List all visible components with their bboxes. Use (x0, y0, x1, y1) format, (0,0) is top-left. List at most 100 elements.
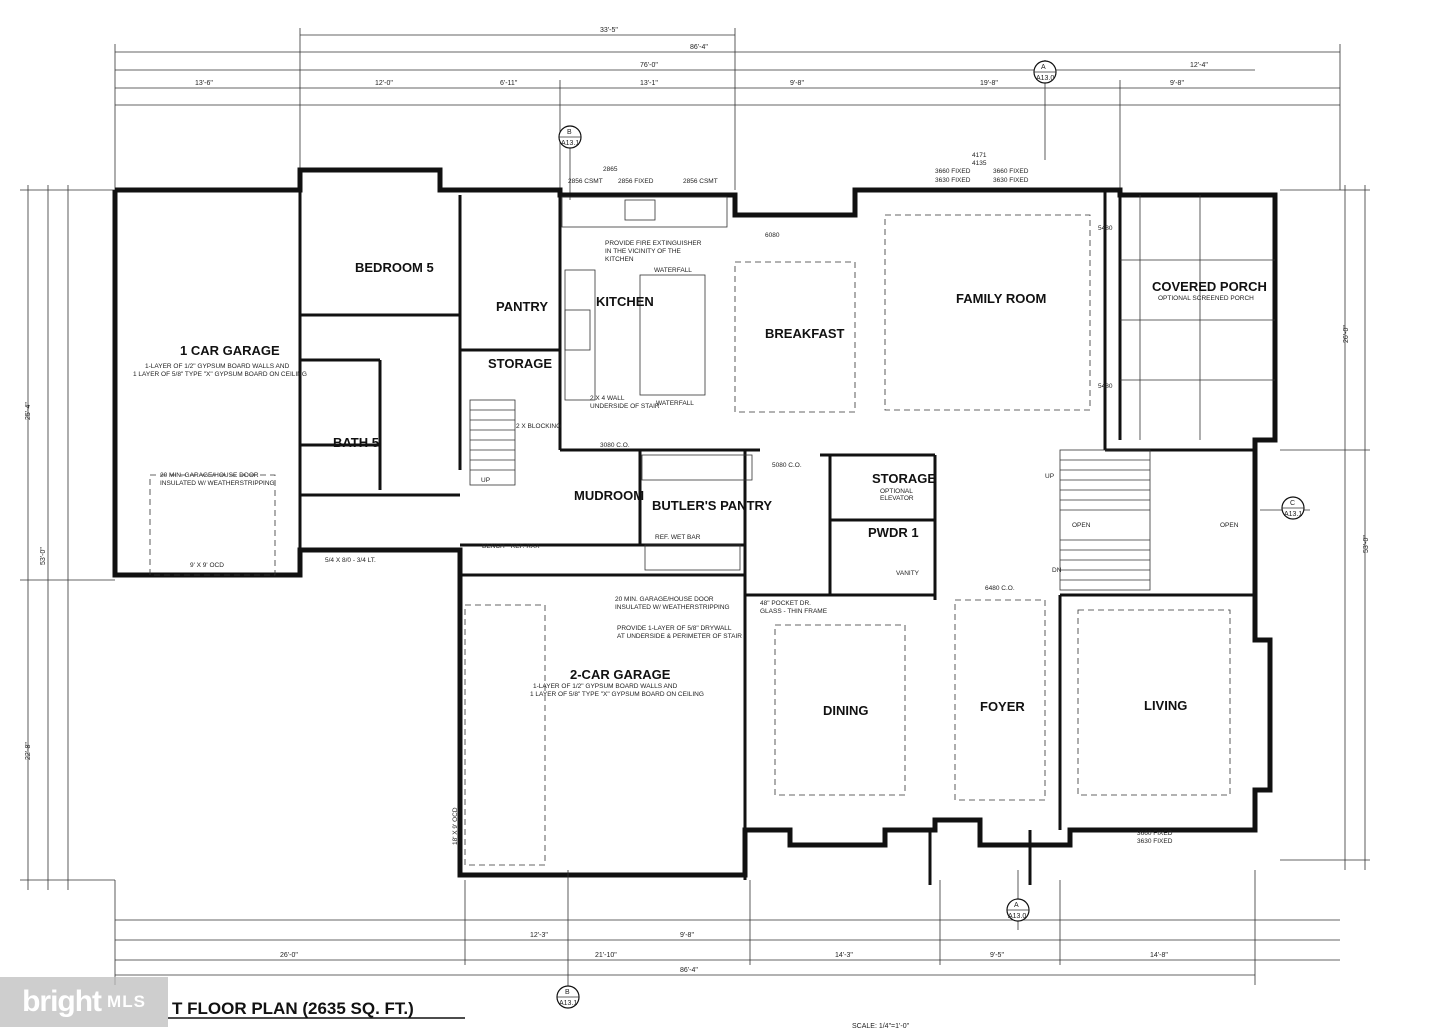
svg-text:GLASS - THIN FRAME: GLASS - THIN FRAME (760, 608, 828, 615)
main-stair: UP DN OPEN OPEN (1045, 449, 1239, 591)
room-label-pwdr-1: PWDR 1 (868, 525, 919, 540)
svg-text:OPTIONAL: OPTIONAL (880, 488, 913, 495)
basement-stair: UP (469, 399, 516, 486)
svg-text:B: B (567, 129, 572, 136)
dim-left-b: 22'-8" (25, 742, 32, 760)
room-label-bath-5: BATH 5 (333, 435, 379, 450)
svg-text:9' X 9' OCD: 9' X 9' OCD (190, 562, 224, 569)
svg-text:A13.1: A13.1 (561, 140, 579, 147)
room-label-butlers-pantry: BUTLER'S PANTRY (652, 498, 772, 513)
dim-bot-overall: 86'-4" (680, 967, 698, 974)
interior-walls (298, 190, 1255, 880)
svg-text:1-LAYER OF 1/2" GYPSUM BOARD W: 1-LAYER OF 1/2" GYPSUM BOARD WALLS AND (145, 363, 290, 370)
dim-top-i: 19'-8" (980, 80, 998, 87)
plan-notes: PROVIDE FIRE EXTINGUISHER IN THE VICINIT… (160, 240, 920, 845)
room-label-storage: STORAGE (488, 356, 552, 371)
plan-title: T FLOOR PLAN (2635 SQ. FT.) (172, 999, 414, 1018)
dim-bot-f: 12'-3" (530, 932, 548, 939)
dim-bot-b: 21'-10" (595, 952, 617, 959)
svg-text:20 MIN. GARAGE/HOUSE DOOR: 20 MIN. GARAGE/HOUSE DOOR (160, 472, 259, 479)
svg-text:PROVIDE 1-LAYER OF 5/8" DRYWAL: PROVIDE 1-LAYER OF 5/8" DRYWALL (617, 625, 732, 632)
svg-text:2856 CSMT: 2856 CSMT (568, 178, 603, 185)
svg-text:2856 FIXED: 2856 FIXED (618, 178, 654, 185)
room-label-kitchen: KITCHEN (596, 294, 654, 309)
svg-text:PROVIDE FIRE EXTINGUISHER: PROVIDE FIRE EXTINGUISHER (605, 240, 702, 247)
svg-text:KITCHEN: KITCHEN (605, 256, 634, 263)
room-label-foyer: FOYER (980, 699, 1025, 714)
svg-text:2 X 4 WALL: 2 X 4 WALL (590, 395, 625, 402)
svg-text:6080: 6080 (765, 232, 780, 239)
plan-scale: SCALE: 1/4"=1'-0" (852, 1023, 910, 1030)
dim-bot-d: 9'-5" (990, 952, 1004, 959)
dim-left-a: 25'-4" (25, 402, 32, 420)
svg-text:1-LAYER OF 1/2" GYPSUM BOARD W: 1-LAYER OF 1/2" GYPSUM BOARD WALLS AND (533, 683, 678, 690)
svg-text:AT UNDERSIDE & PERIMETER OF ST: AT UNDERSIDE & PERIMETER OF STAIR (617, 633, 742, 640)
dim-right-a: 26'-0" (1343, 325, 1350, 343)
right-dimension-lines: 53'-0" 26'-0" (1280, 185, 1370, 870)
room-label-covered-porch: COVERED PORCH (1152, 279, 1267, 294)
covered-porch-grid (1120, 195, 1275, 440)
svg-text:INSULATED W/ WEATHERSTRIPPING: INSULATED W/ WEATHERSTRIPPING (615, 604, 730, 611)
dim-top-f: 6'-11" (500, 80, 518, 87)
svg-text:UNDERSIDE OF STAIR: UNDERSIDE OF STAIR (590, 403, 660, 410)
ceiling-outlines (149, 214, 1231, 866)
room-label-living: LIVING (1144, 698, 1187, 713)
svg-text:3630 FIXED: 3630 FIXED (1137, 838, 1173, 845)
top-dimension-lines: 33'-5" 86'-4" 76'-0" 12'-4" 13'-6" 12'-0… (114, 27, 1341, 190)
svg-text:2856 CSMT: 2856 CSMT (683, 178, 718, 185)
dim-top-overall: 86'-4" (690, 44, 708, 51)
dim-top-d: 13'-6" (195, 80, 213, 87)
svg-text:IN THE VICINITY OF THE: IN THE VICINITY OF THE (605, 248, 682, 255)
svg-text:6480 C.O.: 6480 C.O. (985, 585, 1015, 592)
logo-brand: bright (22, 985, 102, 1018)
svg-text:A13.0: A13.0 (1008, 913, 1026, 920)
dim-bot-e: 14'-8" (1150, 952, 1168, 959)
logo-suffix: MLS (107, 992, 146, 1011)
section-callout-c: C A13.1 (1260, 496, 1310, 520)
dim-left-overall: 53'-0" (40, 547, 47, 565)
dim-top-c: 12'-4" (1190, 62, 1208, 69)
exterior-walls (112, 167, 1278, 885)
dim-right-overall: 53'-0" (1363, 535, 1370, 553)
dim-top-g: 13'-1" (640, 80, 658, 87)
open-label-2: OPEN (1220, 522, 1239, 529)
svg-text:20 MIN. GARAGE/HOUSE DOOR: 20 MIN. GARAGE/HOUSE DOOR (615, 596, 714, 603)
svg-text:REF. WET BAR: REF. WET BAR (655, 534, 701, 541)
svg-text:3660 FIXED: 3660 FIXED (1137, 830, 1173, 837)
room-label-1-car-garage: 1 CAR GARAGE (180, 343, 280, 358)
svg-text:OPTIONAL SCREENED PORCH: OPTIONAL SCREENED PORCH (1158, 295, 1254, 302)
svg-text:3660 FIXED: 3660 FIXED (993, 168, 1029, 175)
svg-text:BENCH - REF. XXX: BENCH - REF. XXX (482, 543, 540, 550)
section-callout-a-top: A A13.0 (1033, 60, 1057, 160)
svg-text:5480: 5480 (1098, 225, 1113, 232)
svg-text:48" POCKET DR.: 48" POCKET DR. (760, 600, 811, 607)
dim-top-a: 76'-0" (640, 62, 658, 69)
open-label-1: OPEN (1072, 522, 1091, 529)
svg-text:18' X 9' OCD: 18' X 9' OCD (452, 807, 459, 845)
svg-text:4171: 4171 (972, 152, 987, 159)
left-dimension-lines: 25'-4" 53'-0" 22'-8" (20, 185, 115, 890)
section-callout-b-top: B A13.1 (558, 125, 582, 200)
svg-text:INSULATED W/ WEATHERSTRIPPING: INSULATED W/ WEATHERSTRIPPING (160, 480, 275, 487)
dim-bot-c: 14'-3" (835, 952, 853, 959)
svg-text:5/4 X 8/0 - 3/4 LT.: 5/4 X 8/0 - 3/4 LT. (325, 557, 376, 564)
dim-top-e: 12'-0" (375, 80, 393, 87)
room-label-storage-elevator: STORAGE (872, 471, 936, 486)
svg-text:5080 C.O.: 5080 C.O. (772, 462, 802, 469)
bright-mls-logo: bright MLS (0, 977, 168, 1027)
svg-text:A13.0: A13.0 (1036, 75, 1054, 82)
room-label-family-room: FAMILY ROOM (956, 291, 1046, 306)
room-label-mudroom: MUDROOM (574, 488, 644, 503)
stair-down-label: DN (1052, 567, 1062, 574)
section-callout-b-bottom: B A13.1 (556, 870, 580, 1009)
dim-top-h: 9'-8" (790, 80, 804, 87)
svg-text:3080 C.O.: 3080 C.O. (600, 442, 630, 449)
svg-text:VANITY: VANITY (896, 570, 920, 577)
kitchen-fixtures (561, 196, 753, 571)
svg-text:UP: UP (481, 477, 490, 484)
svg-text:WATERFALL: WATERFALL (654, 267, 692, 274)
room-label-2-car-garage: 2-CAR GARAGE (570, 667, 671, 682)
stair-up-label: UP (1045, 473, 1054, 480)
dim-top-j: 9'-8" (1170, 80, 1184, 87)
